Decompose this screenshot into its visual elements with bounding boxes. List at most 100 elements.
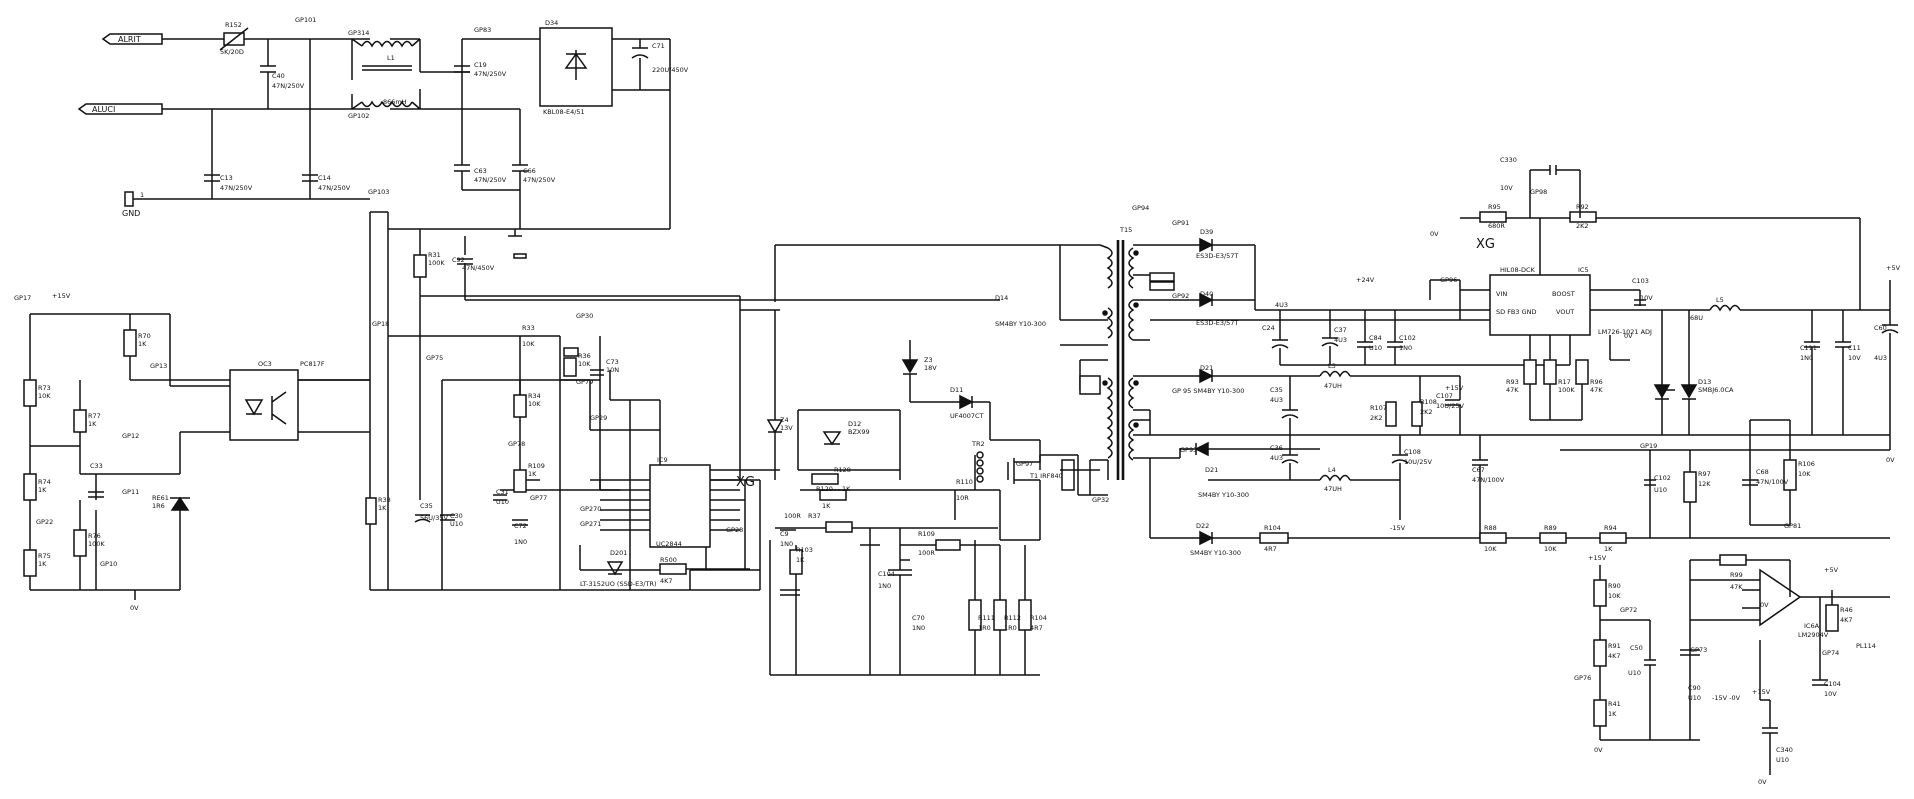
label-c72-value: 1N0 — [514, 538, 527, 546]
controller-section: XG — [365, 211, 1100, 591]
label-c340: C340 — [1776, 746, 1793, 754]
label-gp103: GP103 — [368, 188, 389, 196]
port-n — [77, 103, 163, 115]
label-zv-r: 0V — [1886, 456, 1895, 464]
label-c70: C70 — [912, 614, 925, 622]
label-l4-value: 47UH — [1324, 485, 1342, 493]
label-c72: C72 — [514, 522, 527, 530]
label-d40-value: ES3D-E3/57T — [1196, 319, 1238, 327]
port-gnd — [124, 191, 134, 207]
label-c40-value: 47N/250V — [272, 82, 305, 90]
xg-mark-ic: XG — [736, 475, 755, 490]
label-p5v-a: +5V — [1886, 264, 1901, 272]
label-c19: C19 — [474, 61, 487, 69]
label-c37: C37 — [1334, 326, 1347, 334]
label-gp77: GP77 — [530, 494, 547, 502]
label-r120: R120 — [816, 485, 833, 493]
regulator-section: XG — [1429, 165, 1899, 450]
label-r92-value: 2K2 — [1576, 222, 1589, 230]
label-c104-value: 10V — [1824, 690, 1837, 698]
label-gp83: GP83 — [474, 26, 491, 34]
label-p24v: +24V — [1356, 276, 1375, 284]
label-r36-value: 10K — [578, 360, 591, 368]
label-c107: C107 — [1436, 392, 1453, 400]
label-c66-value: 47N/250V — [523, 176, 556, 184]
label-c107-value: 10U/25V — [1436, 402, 1464, 410]
port-l — [101, 33, 163, 45]
label-r93: R93 — [1506, 378, 1519, 386]
label-c104b-value: 1N0 — [878, 582, 891, 590]
label-c19-value: 47N/250V — [474, 70, 507, 78]
label-d14: D14 — [995, 294, 1008, 302]
label-t15: T15 — [1119, 226, 1132, 234]
label-r74-value: 1K — [38, 486, 47, 494]
label-r70: R70 — [138, 332, 151, 340]
label-l1: L1 — [387, 54, 395, 62]
port-l-label: ALRIT — [118, 35, 141, 44]
label-d11-value: UF4007CT — [950, 412, 984, 420]
label-c9: C9 — [780, 530, 789, 538]
label-c31: C31 — [496, 488, 509, 496]
label-r36: R36 — [578, 352, 591, 360]
label-gp17: GP17 — [14, 294, 31, 302]
label-r33: R33 — [522, 324, 535, 332]
label-gp73: GP73 — [1690, 646, 1707, 654]
label-r88-value: 10K — [1484, 545, 1497, 553]
label-r96: R96 — [1590, 378, 1603, 386]
label-r109b-value: 100R — [918, 549, 935, 557]
label-gp74: GP74 — [1822, 649, 1839, 657]
label-re61: RE61 — [152, 494, 169, 502]
label-c92-value: 47N/450V — [462, 264, 495, 272]
label-c31-value: U10 — [496, 498, 509, 506]
label-c73: C73 — [606, 358, 619, 366]
label-tr2: TR2 — [971, 440, 985, 448]
label-r34-value: 10K — [528, 400, 541, 408]
label-gp271: GP271 — [580, 520, 601, 528]
label-d22: D21 — [1205, 466, 1218, 474]
label-c33: C33 — [90, 462, 103, 470]
label-r111: R111 — [978, 614, 995, 622]
label-d34: D34 — [545, 19, 558, 27]
label-c73-value: 10N — [606, 366, 619, 374]
label-m15v: -15V — [1390, 524, 1406, 532]
label-r99-value: 47K — [1730, 583, 1743, 591]
label-gp314: GP314 — [348, 29, 369, 37]
secondary-section — [1149, 237, 1890, 546]
label-c35: C35 — [1270, 386, 1283, 394]
label-c90-value: U10 — [1688, 694, 1701, 702]
label-gnd-pin: 1 — [140, 191, 144, 199]
label-p5v-b: +5V — [1824, 566, 1839, 574]
label-c13-value: 47N/250V — [220, 184, 253, 192]
label-gp13: GP13 — [150, 362, 167, 370]
label-zv-f: 0V — [130, 604, 139, 612]
label-zv-e: 0V — [1624, 332, 1633, 340]
label-c60-value: 4U3 — [1874, 354, 1887, 362]
label-r94: R94 — [1604, 524, 1617, 532]
label-d39: D39 — [1200, 228, 1213, 236]
mains-input-section: ALRIT ALUCI GND — [77, 27, 671, 237]
label-c66: C66 — [523, 167, 536, 175]
label-c24-value: 4U3 — [1275, 301, 1288, 309]
label-r500: R500 — [660, 556, 677, 564]
label-r104-value: 4R7 — [1264, 545, 1277, 553]
label-gp96: GP96 — [1440, 276, 1457, 284]
label-c104b: C104 — [878, 570, 895, 578]
label-r109: R109 — [528, 462, 545, 470]
label-ic5-name: HIL08-DCK — [1500, 266, 1536, 274]
label-c50: C50 — [1630, 644, 1643, 652]
label-c67-value: 47N/100V — [1472, 476, 1505, 484]
opamp-section — [1593, 554, 1890, 775]
label-c102-value: 1N0 — [1399, 344, 1412, 352]
label-r95: R95 — [1488, 203, 1501, 211]
label-r108-value: 2K2 — [1420, 408, 1433, 416]
label-c35b: C35 — [420, 502, 433, 510]
label-r76: R76 — [88, 532, 101, 540]
label-c30-value: U10 — [450, 520, 463, 528]
label-gp93: GP93 — [1180, 446, 1197, 454]
label-c35b-value: 56U/35V — [420, 514, 448, 522]
label-r104b-value: 4R7 — [1030, 624, 1043, 632]
label-c63-value: 47N/250V — [474, 176, 507, 184]
label-d201: D201 — [610, 549, 627, 557]
label-r75-value: 1K — [38, 560, 47, 568]
label-r97-value: 12K — [1698, 480, 1711, 488]
